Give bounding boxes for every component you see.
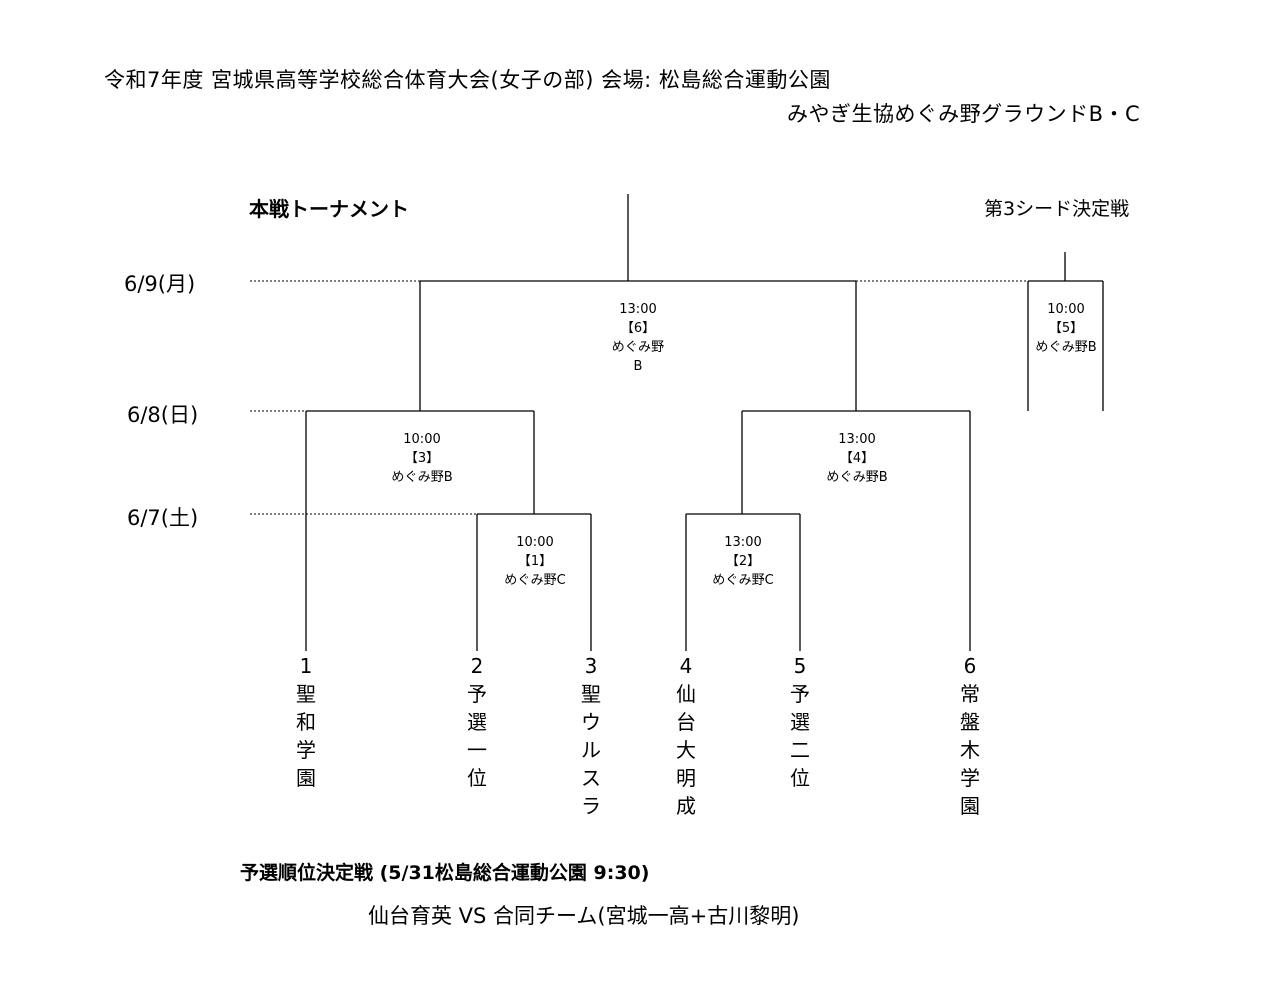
team-number: 1 xyxy=(299,654,313,678)
team-name-char: 明 xyxy=(676,766,696,790)
match-venue: めぐみ野 xyxy=(611,340,665,355)
match-number: 【2】 xyxy=(725,554,761,569)
team-name-char: 園 xyxy=(960,794,980,818)
team-name-char: 和 xyxy=(296,710,316,734)
team-number: 5 xyxy=(793,654,807,678)
match-venue: めぐみ野C xyxy=(504,573,566,588)
team-4: 4 仙 台 大 明 成 xyxy=(666,652,706,820)
match-venue: めぐみ野C xyxy=(712,573,774,588)
team-name-char: 盤 xyxy=(960,710,980,734)
team-1: 1 聖 和 学 園 xyxy=(286,652,326,792)
team-number: 6 xyxy=(963,654,977,678)
date-label-june8: 6/8(日) xyxy=(127,403,199,427)
match-time: 10:00 xyxy=(403,432,441,447)
match-5-info: 10:00 【5】 めぐみ野B xyxy=(1025,300,1107,357)
match-time: 13:00 xyxy=(724,535,762,550)
prelim-matchup: 仙台育英 VS 合同チーム(宮城一高+古川黎明) xyxy=(368,904,800,928)
match-time: 13:00 xyxy=(838,432,876,447)
team-name-char: ル xyxy=(581,738,601,762)
match-number: 【4】 xyxy=(839,451,875,466)
match-time: 10:00 xyxy=(1047,302,1085,317)
team-2: 2 予 選 一 位 xyxy=(457,652,497,792)
match-venue: めぐみ野B xyxy=(1035,340,1097,355)
match-venue: めぐみ野B xyxy=(826,470,888,485)
team-name-char: 一 xyxy=(467,738,487,762)
team-name-char: 選 xyxy=(790,710,810,734)
team-name-char: 聖 xyxy=(296,682,316,706)
match-4-info: 13:00 【4】 めぐみ野B xyxy=(807,430,907,487)
team-name-char: 成 xyxy=(676,794,696,818)
team-5: 5 予 選 二 位 xyxy=(780,652,820,792)
team-name-char: ウ xyxy=(581,710,601,734)
prelim-title: 予選順位決定戦 (5/31松島総合運動公園 9:30) xyxy=(240,862,650,884)
team-name-char: 予 xyxy=(790,682,810,706)
match-time: 10:00 xyxy=(516,535,554,550)
team-name-char: 選 xyxy=(467,710,487,734)
match-2-info: 13:00 【2】 めぐみ野C xyxy=(693,533,793,590)
team-name-char: 学 xyxy=(960,766,980,790)
match-number: 【5】 xyxy=(1048,321,1084,336)
date-label-june7: 6/7(土) xyxy=(127,506,199,530)
team-name-char: ラ xyxy=(581,794,601,818)
team-name-char: ス xyxy=(581,766,601,790)
match-venue-court: B xyxy=(633,359,643,374)
team-name-char: 大 xyxy=(676,738,696,762)
team-number: 4 xyxy=(679,654,693,678)
team-name-char: 仙 xyxy=(676,682,696,706)
team-name-char: 木 xyxy=(960,738,980,762)
match-number: 【6】 xyxy=(620,321,656,336)
team-name-char: 常 xyxy=(960,682,980,706)
match-number: 【3】 xyxy=(404,451,440,466)
match-number: 【1】 xyxy=(517,554,553,569)
match-1-info: 10:00 【1】 めぐみ野C xyxy=(485,533,585,590)
team-name-char: 位 xyxy=(467,766,487,790)
main-tournament-label: 本戦トーナメント xyxy=(249,197,409,221)
team-number: 3 xyxy=(584,654,598,678)
match-6-info: 13:00 【6】 めぐみ野 B xyxy=(588,300,688,376)
team-name-char: 位 xyxy=(790,766,810,790)
team-name-char: 学 xyxy=(296,738,316,762)
third-seed-label: 第3シード決定戦 xyxy=(984,198,1130,220)
date-label-june9: 6/9(月) xyxy=(124,272,196,296)
match-venue: めぐみ野B xyxy=(391,470,453,485)
team-name-char: 園 xyxy=(296,766,316,790)
match-time: 13:00 xyxy=(619,302,657,317)
team-name-char: 台 xyxy=(676,710,696,734)
team-name-char: 予 xyxy=(467,682,487,706)
venue-subtitle: みやぎ生協めぐみ野グラウンドB・C xyxy=(787,102,1141,126)
team-name-char: 聖 xyxy=(581,682,601,706)
team-number: 2 xyxy=(470,654,484,678)
team-name-char: 二 xyxy=(790,738,810,762)
match-3-info: 10:00 【3】 めぐみ野B xyxy=(372,430,472,487)
team-6: 6 常 盤 木 学 園 xyxy=(950,652,990,820)
page-title: 令和7年度 宮城県高等学校総合体育大会(女子の部) 会場: 松島総合運動公園 xyxy=(104,68,831,92)
team-3: 3 聖 ウ ル ス ラ xyxy=(571,652,611,820)
